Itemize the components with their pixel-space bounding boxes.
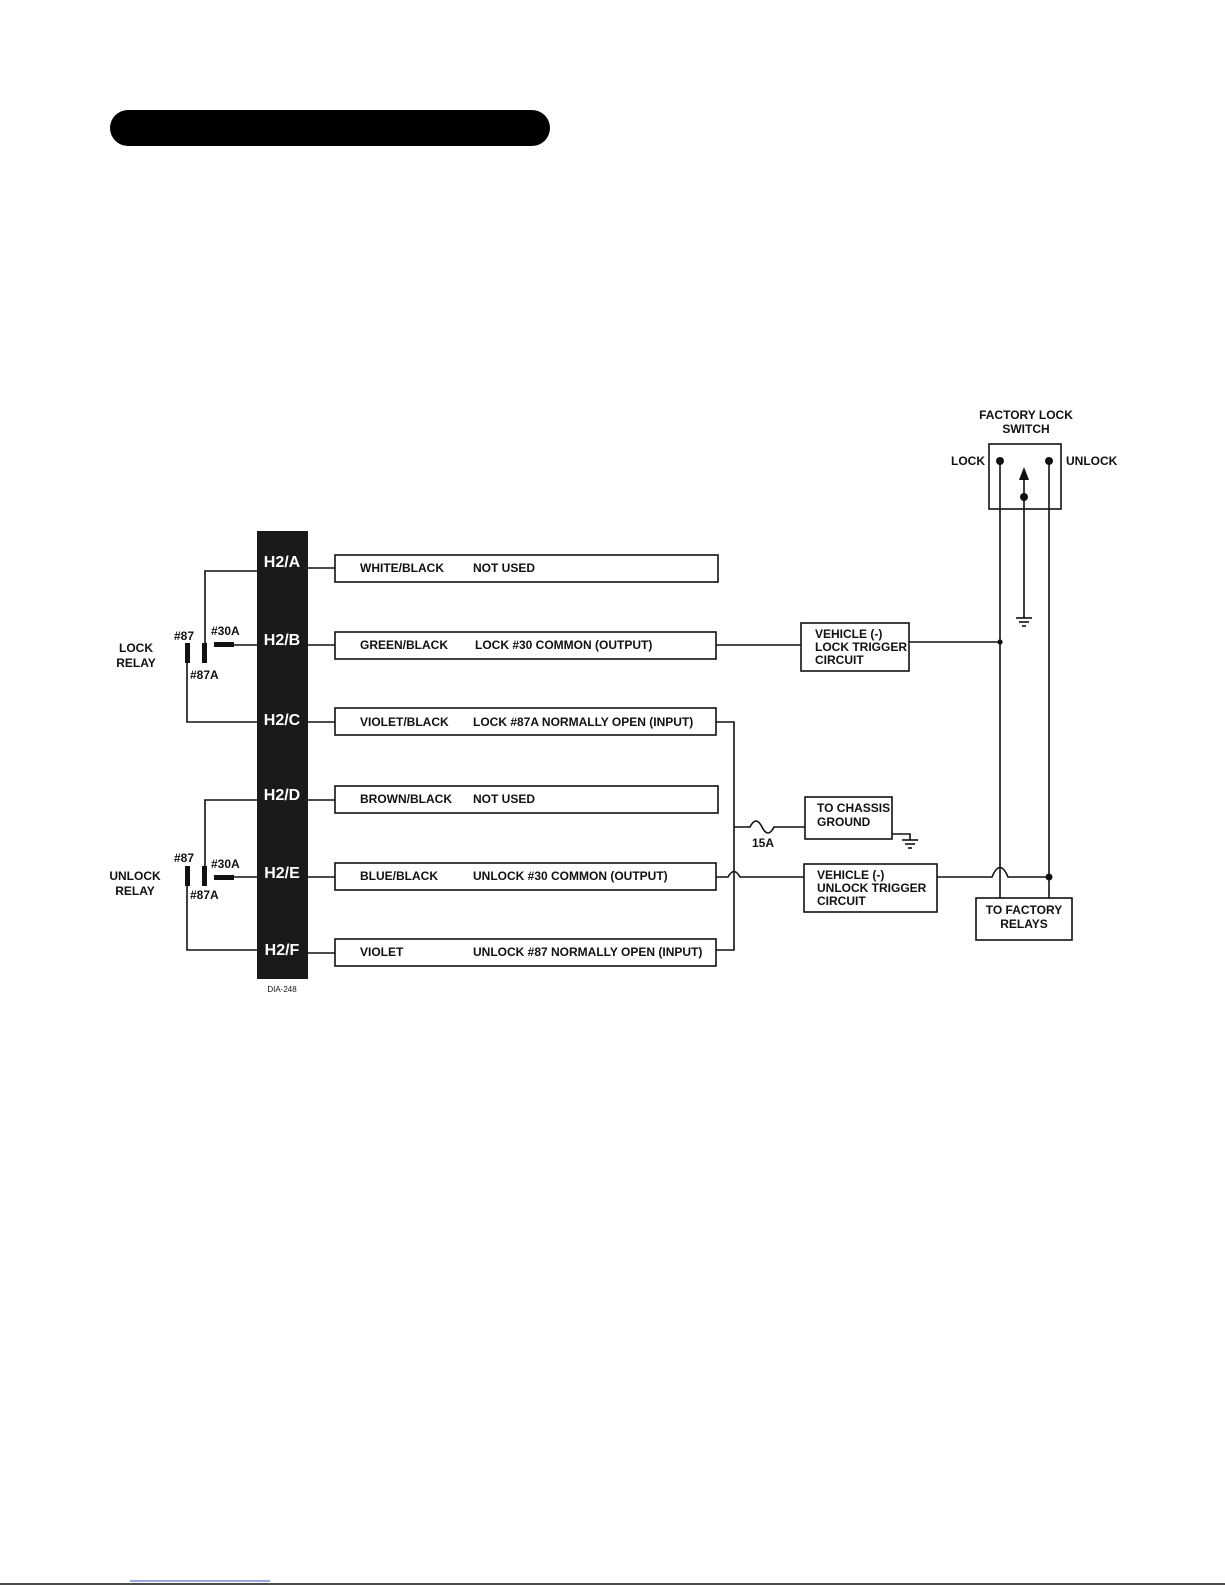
factory-relays-box: TO FACTORY RELAYS xyxy=(975,897,1073,941)
svg-text:TO FACTORY: TO FACTORY xyxy=(986,903,1062,917)
lock-relay-t87a: #87A xyxy=(190,668,219,682)
unlock-relay-label-1: UNLOCK xyxy=(109,869,161,883)
wire-color-h2b: GREEN/BLACK xyxy=(360,638,448,652)
part-number: DIA-248 xyxy=(267,985,297,994)
svg-text:GROUND: GROUND xyxy=(817,815,871,829)
wire-h2e-to-unlock-trigger xyxy=(716,870,804,878)
wire-function-h2e: UNLOCK #30 COMMON (OUTPUT) xyxy=(473,869,668,883)
switch-lock-label: LOCK xyxy=(951,454,985,468)
unlock-relay-label-2: RELAY xyxy=(115,884,155,898)
lock-relay: LOCK RELAY #87 #87A #30A xyxy=(116,570,257,723)
switch-title-1: FACTORY LOCK xyxy=(979,408,1073,422)
pin-label-h2d: H2/D xyxy=(264,787,300,804)
switch-ground-icon xyxy=(1016,617,1032,627)
unlock-relay: UNLOCK RELAY #87 #87A #30A xyxy=(109,799,257,951)
lock-relay-t87: #87 xyxy=(174,629,194,643)
wire-box-h2a: WHITE/BLACK NOT USED xyxy=(334,554,719,583)
unlock-relay-t30a: #30A xyxy=(211,857,240,871)
svg-text:UNLOCK TRIGGER: UNLOCK TRIGGER xyxy=(817,881,927,895)
wire-box-h2f: VIOLET UNLOCK #87 NORMALLY OPEN (INPUT) xyxy=(334,938,717,967)
wire-color-h2a: WHITE/BLACK xyxy=(360,561,444,575)
fuse-15a: 15A xyxy=(734,820,805,850)
pin-stubs xyxy=(308,567,335,954)
wire-h2c-h2f-bus xyxy=(716,721,735,951)
svg-text:VEHICLE (-): VEHICLE (-) xyxy=(815,627,882,641)
pin-label-h2f: H2/F xyxy=(265,942,300,959)
svg-text:RELAYS: RELAYS xyxy=(1000,917,1048,931)
svg-text:VEHICLE (-): VEHICLE (-) xyxy=(817,868,884,882)
lock-trigger-box: VEHICLE (-) LOCK TRIGGER CIRCUIT xyxy=(800,622,910,672)
wire-box-h2e: BLUE/BLACK UNLOCK #30 COMMON (OUTPUT) xyxy=(334,862,717,891)
switch-title-2: SWITCH xyxy=(1002,422,1049,436)
wire-box-h2c: VIOLET/BLACK LOCK #87A NORMALLY OPEN (IN… xyxy=(334,707,717,736)
factory-lock-switch: FACTORY LOCK SWITCH LOCK UNLOCK xyxy=(951,408,1118,898)
title-bar xyxy=(110,110,550,146)
svg-text:LOCK TRIGGER: LOCK TRIGGER xyxy=(815,640,907,654)
wire-box-h2b: GREEN/BLACK LOCK #30 COMMON (OUTPUT) xyxy=(334,631,717,660)
wire-function-h2f: UNLOCK #87 NORMALLY OPEN (INPUT) xyxy=(473,945,702,959)
wire-function-h2b: LOCK #30 COMMON (OUTPUT) xyxy=(475,638,652,652)
chassis-ground-box: TO CHASSIS GROUND xyxy=(804,796,893,840)
pin-label-h2c: H2/C xyxy=(264,712,301,729)
unlock-relay-t87a: #87A xyxy=(190,888,219,902)
connector-block xyxy=(257,531,308,979)
wire-color-h2f: VIOLET xyxy=(360,945,404,959)
wire-function-h2d: NOT USED xyxy=(473,792,535,806)
chassis-ground-wire xyxy=(892,833,911,840)
lock-relay-t30a: #30A xyxy=(211,624,240,638)
wire-box-h2d: BROWN/BLACK NOT USED xyxy=(334,785,719,814)
pin-label-h2a: H2/A xyxy=(264,554,301,571)
svg-text:TO CHASSIS: TO CHASSIS xyxy=(817,801,890,815)
wire-color-h2d: BROWN/BLACK xyxy=(360,792,452,806)
svg-text:CIRCUIT: CIRCUIT xyxy=(815,653,864,667)
wire-function-h2c: LOCK #87A NORMALLY OPEN (INPUT) xyxy=(473,715,693,729)
lock-relay-label-2: RELAY xyxy=(116,656,156,670)
svg-text:CIRCUIT: CIRCUIT xyxy=(817,894,866,908)
lock-relay-label-1: LOCK xyxy=(119,641,153,655)
fuse-rating: 15A xyxy=(752,836,774,850)
unlock-relay-t87: #87 xyxy=(174,851,194,865)
wire-function-h2a: NOT USED xyxy=(473,561,535,575)
switch-unlock-label: UNLOCK xyxy=(1066,454,1118,468)
switch-arrow-icon xyxy=(1019,467,1029,480)
pin-label-h2b: H2/B xyxy=(264,632,300,649)
wire-unlock-trigger-to-switch xyxy=(937,866,1049,878)
chassis-ground-icon xyxy=(902,839,918,849)
unlock-trigger-box: VEHICLE (-) UNLOCK TRIGGER CIRCUIT xyxy=(803,863,938,913)
wire-color-h2e: BLUE/BLACK xyxy=(360,869,438,883)
pin-label-h2e: H2/E xyxy=(264,865,300,882)
wire-color-h2c: VIOLET/BLACK xyxy=(360,715,449,729)
